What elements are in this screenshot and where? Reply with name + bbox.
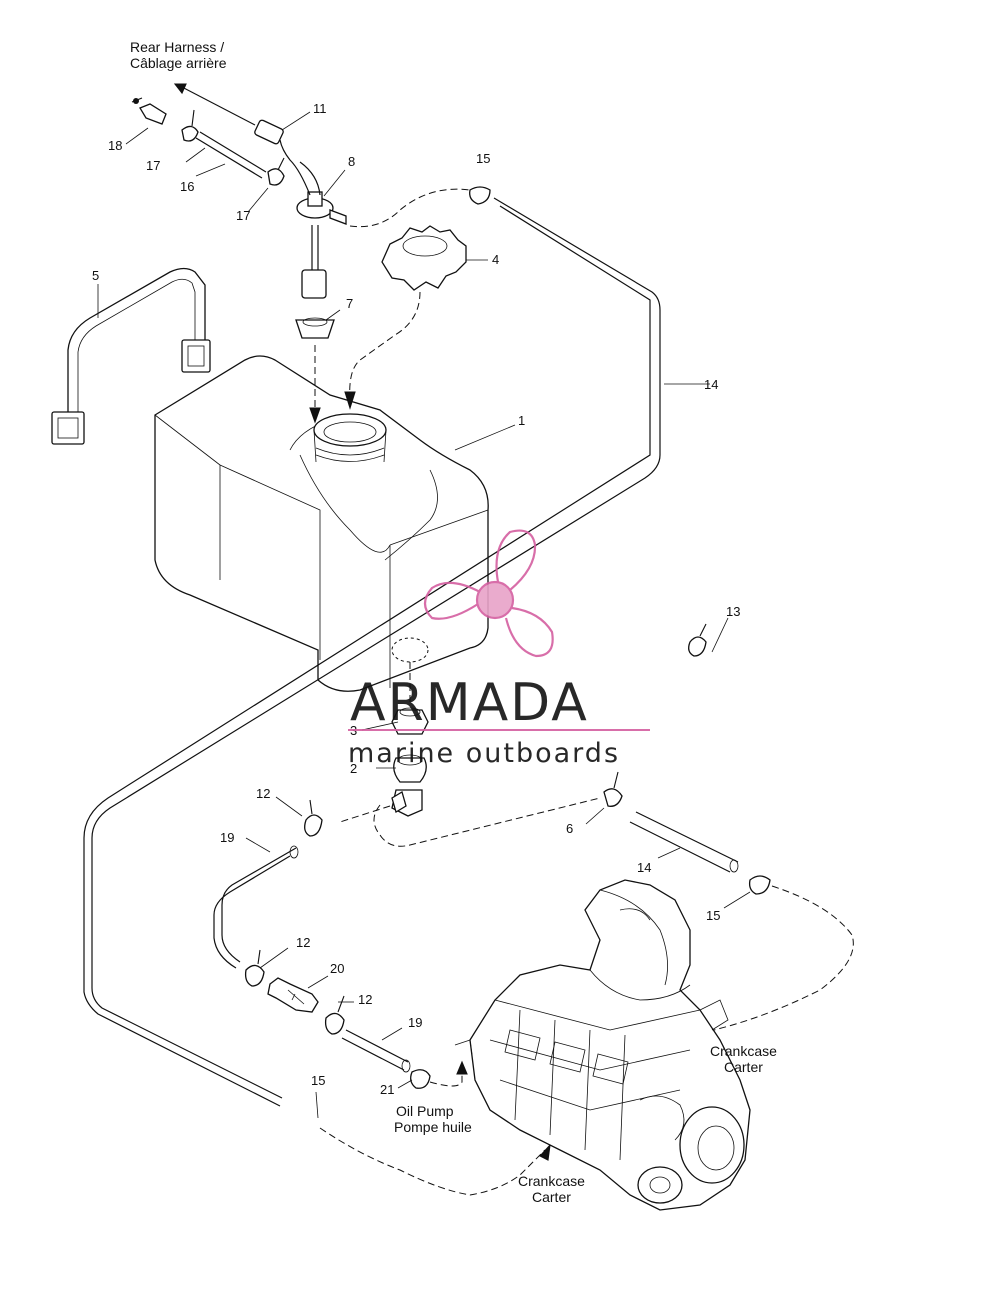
engine	[454, 879, 751, 1211]
callout-6: 6	[566, 821, 573, 836]
callout-21: 21	[380, 1082, 394, 1097]
feed-line	[213, 799, 468, 1089]
callout-12-middle: 12	[296, 935, 310, 950]
rear-harness-label-fr: Câblage arrière	[130, 55, 227, 71]
callout-17-lower: 17	[236, 208, 250, 223]
callout-18: 18	[108, 138, 122, 153]
callout-15-top: 15	[476, 151, 490, 166]
text-labels: Rear Harness / Câblage arrière Crankcase…	[130, 39, 777, 1205]
callout-15-right: 15	[706, 908, 720, 923]
level-sensor	[254, 119, 347, 424]
vent-parts	[131, 97, 285, 186]
oil-tank	[154, 355, 489, 692]
callout-20: 20	[330, 961, 344, 976]
harness-arrow	[173, 83, 256, 126]
callout-12-lower: 12	[358, 992, 372, 1007]
callout-19-lower: 19	[408, 1015, 422, 1030]
callout-14-upper: 14	[704, 377, 718, 392]
crankcase-right-label-en: Crankcase	[710, 1043, 777, 1059]
armada-watermark: ARMADA marine outboards	[348, 529, 650, 769]
tank-strap	[51, 267, 211, 445]
watermark-brand: ARMADA	[350, 673, 589, 733]
oil-pump-label-en: Oil Pump	[396, 1103, 454, 1119]
callout-14-lower: 14	[637, 860, 651, 875]
callout-8: 8	[348, 154, 355, 169]
crankcase-right-label-fr: Carter	[724, 1059, 763, 1075]
crankcase-bottom-label-fr: Carter	[532, 1189, 571, 1205]
callout-numbers: 1 2 3 4 5 6 7 8 11 12 12 12 13 14 14 15 …	[92, 101, 740, 1097]
outlet-fitting	[391, 662, 429, 817]
callout-13: 13	[726, 604, 740, 619]
callout-17-upper: 17	[146, 158, 160, 173]
callout-1: 1	[518, 413, 525, 428]
tank-cap	[344, 225, 467, 410]
rear-harness-label-en: Rear Harness /	[130, 39, 224, 55]
callout-5: 5	[92, 268, 99, 283]
watermark-tagline: marine outboards	[348, 738, 620, 769]
propeller-logo	[423, 529, 554, 658]
callout-15-bottom: 15	[311, 1073, 325, 1088]
vent-hose	[83, 186, 661, 1196]
leader-lines	[97, 111, 751, 1119]
crankcase-bottom-label-en: Crankcase	[518, 1173, 585, 1189]
callout-2: 2	[350, 761, 357, 776]
oil-pump-label-fr: Pompe huile	[394, 1119, 472, 1135]
callout-4: 4	[492, 252, 499, 267]
callout-16: 16	[180, 179, 194, 194]
clamp-13	[688, 623, 707, 657]
callout-19-upper: 19	[220, 830, 234, 845]
callout-7: 7	[346, 296, 353, 311]
callout-11: 11	[313, 101, 327, 116]
callout-12-upper: 12	[256, 786, 270, 801]
